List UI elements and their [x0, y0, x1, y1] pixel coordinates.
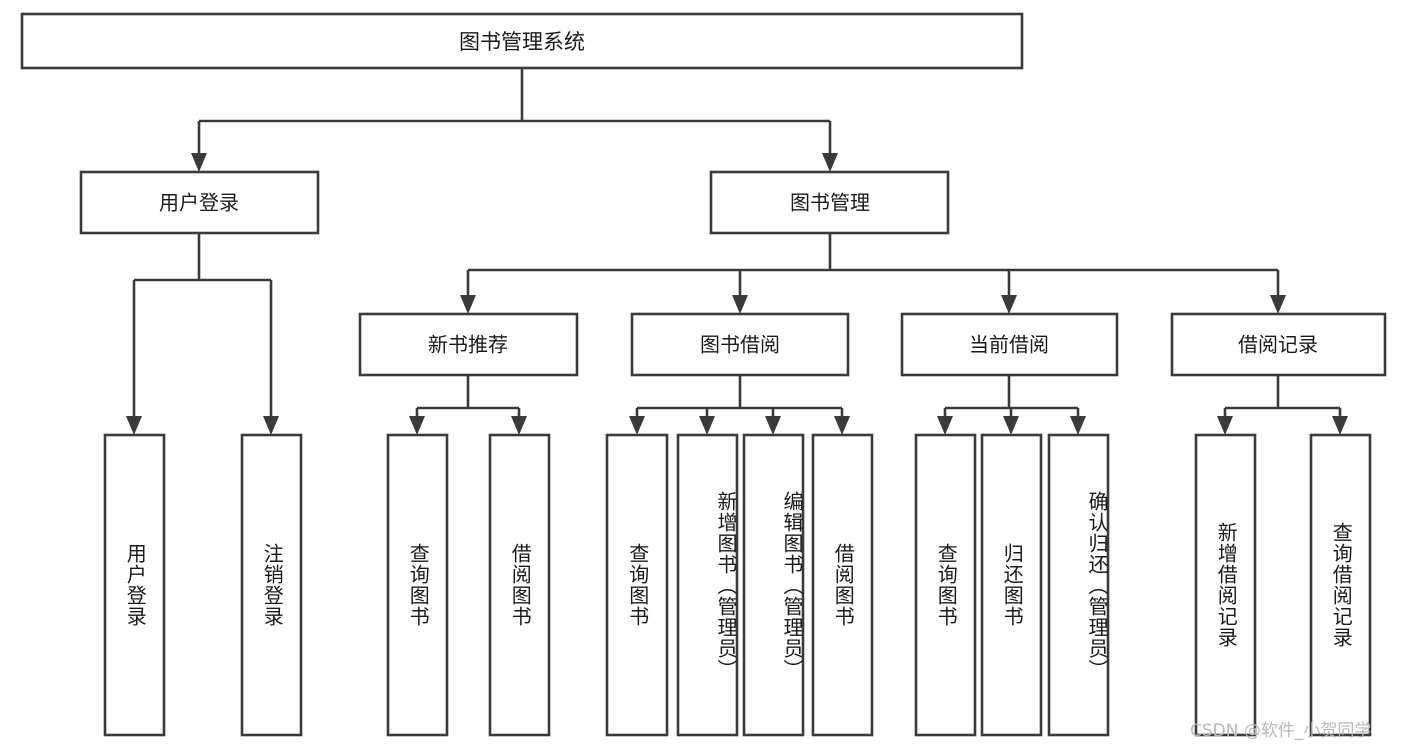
node-book-management-box[interactable]	[709, 170, 950, 235]
leaf-box-user-login-1[interactable]	[240, 433, 303, 737]
leaf-box-new-book-0[interactable]	[386, 433, 449, 737]
arrow-borrow-record-leaf-1	[1332, 416, 1348, 435]
arrow-root-to-book-mgmt	[822, 153, 838, 172]
node-book-borrow-label: 图书借阅	[700, 333, 780, 357]
leaf-box-current-borrow-1[interactable]	[980, 433, 1043, 737]
leaf-box-book-borrow-2[interactable]	[742, 433, 805, 737]
arrow-book-borrow-leaf-0	[629, 416, 645, 435]
leaf-box-current-borrow-0[interactable]	[914, 433, 977, 737]
leaf-box-borrow-record-1[interactable]	[1309, 433, 1372, 737]
connector-group-current-borrow	[937, 375, 1086, 435]
arrow-book-mgmt-to-new-book	[460, 295, 476, 314]
node-new-book-recommend[interactable]: 新书推荐	[358, 312, 579, 377]
node-current-borrow-label: 当前借阅	[969, 333, 1049, 357]
leaf-box-current-borrow-2[interactable]	[1047, 433, 1110, 737]
node-book-management-label: 图书管理	[790, 191, 870, 215]
arrow-book-mgmt-to-current	[1001, 295, 1017, 314]
node-borrow-record-box[interactable]	[1170, 312, 1387, 377]
node-borrow-record-label: 借阅记录	[1238, 333, 1318, 357]
node-borrow-record[interactable]: 借阅记录	[1170, 312, 1387, 377]
connector-group-borrow-record	[1217, 375, 1348, 435]
arrow-book-mgmt-to-borrow	[732, 295, 748, 314]
leaf-box-book-borrow-3[interactable]	[811, 433, 874, 737]
arrow-current-borrow-leaf-2	[1070, 416, 1086, 435]
node-book-borrow-box[interactable]	[630, 312, 850, 377]
arrow-borrow-record-leaf-0	[1217, 416, 1233, 435]
node-book-borrow[interactable]: 图书借阅	[630, 312, 850, 377]
node-new-book-recommend-label: 新书推荐	[428, 333, 508, 357]
leaf-box-book-borrow-1[interactable]	[676, 433, 739, 737]
node-root[interactable]: 图书管理系统	[20, 12, 1024, 70]
arrow-new-book-leaf-0	[409, 416, 425, 435]
arrow-book-borrow-leaf-2	[765, 416, 781, 435]
node-root-box[interactable]	[20, 12, 1024, 70]
arrow-user-login-leaf-1	[263, 416, 279, 435]
connector-group-root	[191, 68, 838, 172]
node-root-label: 图书管理系统	[459, 30, 585, 54]
connector-group-book-mgmt	[460, 233, 1286, 314]
watermark: CSDN @软件_小贺同学	[1190, 721, 1372, 741]
arrow-current-borrow-leaf-0	[937, 416, 953, 435]
node-user-login[interactable]: 用户登录	[79, 170, 320, 235]
arrow-root-to-user-login	[191, 153, 207, 172]
connector-group-book-borrow	[629, 375, 850, 435]
node-user-login-box[interactable]	[79, 170, 320, 235]
arrow-user-login-leaf-0	[126, 416, 142, 435]
arrow-book-mgmt-to-record	[1270, 295, 1286, 314]
arrow-new-book-leaf-1	[511, 416, 527, 435]
node-book-management[interactable]: 图书管理	[709, 170, 950, 235]
arrow-current-borrow-leaf-1	[1003, 416, 1019, 435]
connector-group-user-login	[126, 233, 279, 435]
node-current-borrow[interactable]: 当前借阅	[900, 312, 1119, 377]
leaf-boxes	[103, 433, 1372, 737]
leaf-box-borrow-record-0[interactable]	[1194, 433, 1257, 737]
arrow-book-borrow-leaf-1	[699, 416, 715, 435]
leaf-box-new-book-1[interactable]	[488, 433, 551, 737]
node-current-borrow-box[interactable]	[900, 312, 1119, 377]
node-user-login-label: 用户登录	[159, 191, 239, 215]
leaf-box-user-login-0[interactable]	[103, 433, 166, 737]
node-new-book-recommend-box[interactable]	[358, 312, 579, 377]
leaf-box-book-borrow-0[interactable]	[605, 433, 669, 737]
connector-group-new-book	[409, 375, 527, 435]
arrow-book-borrow-leaf-3	[834, 416, 850, 435]
